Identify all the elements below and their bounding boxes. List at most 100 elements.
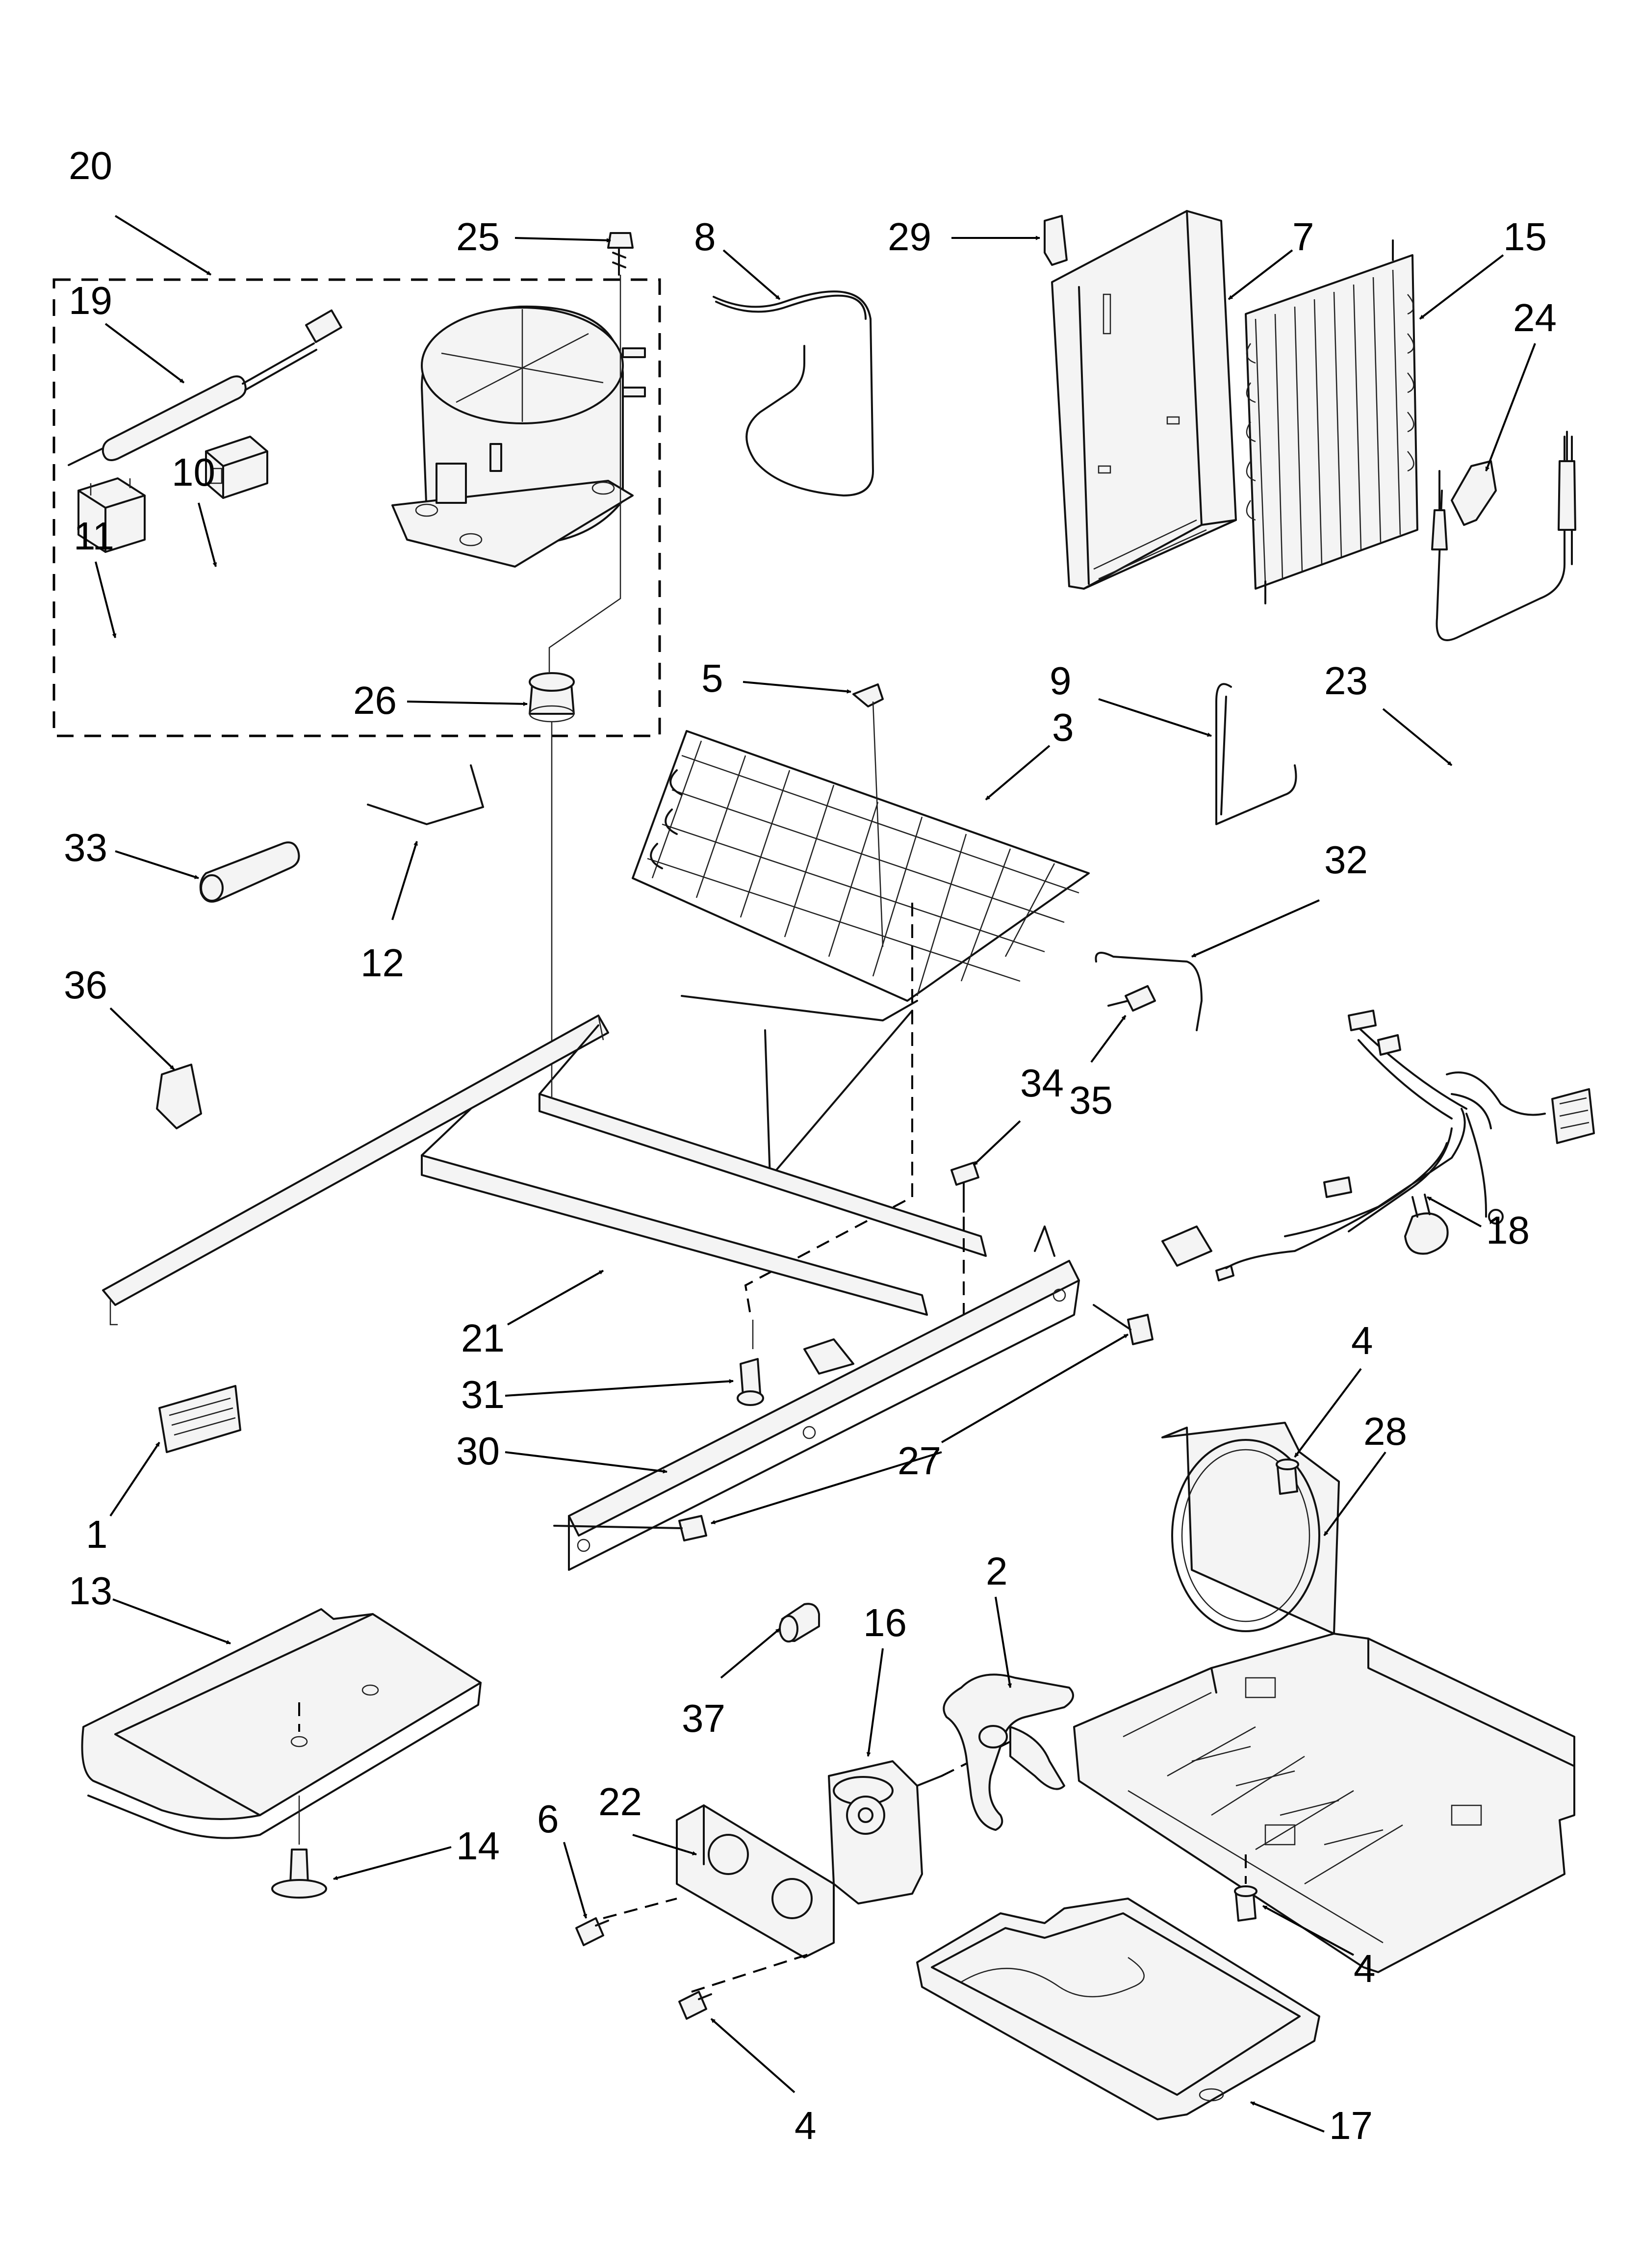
compressor-kit-boundary	[52, 278, 661, 737]
leader-22	[632, 1834, 697, 1855]
callout-16: 16	[863, 1601, 907, 1644]
push-pin-part-14	[271, 1849, 327, 1899]
leader-8	[722, 249, 781, 300]
screw-part-4-right	[1234, 1885, 1257, 1922]
compressor	[391, 305, 646, 568]
bracket-part-32	[1095, 952, 1203, 1031]
fan-blade-part-2	[943, 1673, 1074, 1831]
clip-part-36	[156, 1064, 202, 1129]
callout-2: 2	[986, 1549, 1008, 1593]
bolt-part-34	[950, 1162, 979, 1213]
leader-27b	[711, 1451, 942, 1524]
wire-hook-part-9	[1215, 683, 1297, 825]
callout-21: 21	[461, 1316, 505, 1360]
screw-part-31	[737, 1358, 764, 1406]
callout-35: 35	[1069, 1078, 1113, 1122]
callout-20: 20	[69, 144, 112, 187]
leader-20	[114, 215, 212, 276]
leader-24	[1485, 343, 1536, 471]
leader-14	[333, 1846, 452, 1880]
wire-harness-part-18	[1161, 1010, 1595, 1281]
callout-13: 13	[69, 1569, 112, 1613]
callout-8: 8	[694, 215, 716, 259]
drain-pan-part-17	[916, 1898, 1320, 2120]
relay-part-10	[205, 436, 268, 499]
callout-36: 36	[64, 963, 107, 1007]
callout-3: 3	[1052, 705, 1074, 749]
leader-27a	[941, 1333, 1129, 1443]
callout-11: 11	[74, 514, 114, 558]
callout-4c: 4	[795, 2104, 817, 2147]
evaporator-coil-part-3	[632, 730, 1090, 1178]
leader-32	[1191, 899, 1320, 958]
condenser-coil-part-15	[1245, 239, 1418, 604]
leader-2	[995, 1596, 1012, 1688]
tube-part-33	[199, 841, 300, 903]
leader-15	[1419, 254, 1504, 320]
bolt-part-25	[607, 232, 634, 276]
label-part-1	[158, 1385, 241, 1453]
cross-rail-part-30	[568, 1225, 1080, 1571]
callout-19: 19	[69, 279, 112, 322]
callout-24: 24	[1513, 296, 1557, 339]
tube-assembly-part-23	[1431, 431, 1576, 641]
motor-bracket-part-22	[676, 1804, 835, 1958]
leader-4-lower	[710, 2018, 795, 2093]
clip-part-5	[852, 683, 884, 707]
leader-12	[391, 841, 418, 920]
clip-part-29	[1044, 215, 1068, 266]
callout-25: 25	[456, 215, 500, 259]
leader-1	[109, 1441, 160, 1517]
callout-22: 22	[598, 1780, 642, 1824]
leader-3	[985, 745, 1051, 801]
callout-33: 33	[64, 826, 107, 869]
leader-35	[1090, 1015, 1127, 1063]
leader-31	[505, 1379, 734, 1397]
leader-21	[507, 1270, 604, 1326]
leader-30	[505, 1451, 667, 1474]
leader-34	[973, 1120, 1021, 1166]
callout-5: 5	[701, 656, 723, 700]
callout-4a: 4	[1351, 1319, 1373, 1362]
callout-31: 31	[461, 1373, 505, 1416]
leader-6	[563, 1842, 588, 1919]
tube-part-8	[713, 290, 874, 496]
leader-25	[514, 237, 611, 243]
leader-18	[1427, 1196, 1482, 1227]
leader-9	[1098, 698, 1212, 737]
callout-28: 28	[1363, 1409, 1407, 1453]
frame-rails-part-21	[102, 1015, 987, 1375]
leader-17	[1250, 2101, 1325, 2133]
leader-4-right	[1262, 1905, 1354, 1956]
leader-10	[198, 502, 217, 567]
screw-part-4-upper	[1276, 1459, 1299, 1495]
bolt-part-35	[1107, 985, 1156, 1012]
leader-5	[743, 681, 851, 694]
callout-18: 18	[1486, 1208, 1530, 1252]
callout-1: 1	[86, 1512, 108, 1556]
evaporator-cover-part-7	[1051, 210, 1237, 590]
callout-23: 23	[1324, 659, 1368, 703]
callout-26: 26	[353, 678, 397, 722]
callout-9: 9	[1050, 659, 1072, 703]
callout-10: 10	[172, 450, 215, 494]
callout-37: 37	[682, 1696, 725, 1740]
callout-17: 17	[1329, 2104, 1373, 2147]
callout-14: 14	[456, 1824, 500, 1868]
leader-16	[866, 1648, 884, 1757]
coupling-part-37	[779, 1603, 820, 1642]
callout-32: 32	[1324, 838, 1368, 882]
grommet-part-26	[529, 672, 575, 723]
leader-13	[112, 1598, 231, 1644]
leader-36	[109, 1007, 175, 1070]
screw-part-4-lower	[678, 1991, 712, 2020]
callout-27: 27	[898, 1439, 941, 1483]
callout-30: 30	[456, 1429, 500, 1473]
leader-37	[720, 1628, 781, 1679]
leader-7	[1228, 249, 1293, 300]
callout-4b: 4	[1354, 1947, 1376, 1990]
filter-drier-part-19	[68, 309, 342, 466]
leader-19	[104, 323, 185, 384]
leader-23	[1382, 708, 1453, 766]
